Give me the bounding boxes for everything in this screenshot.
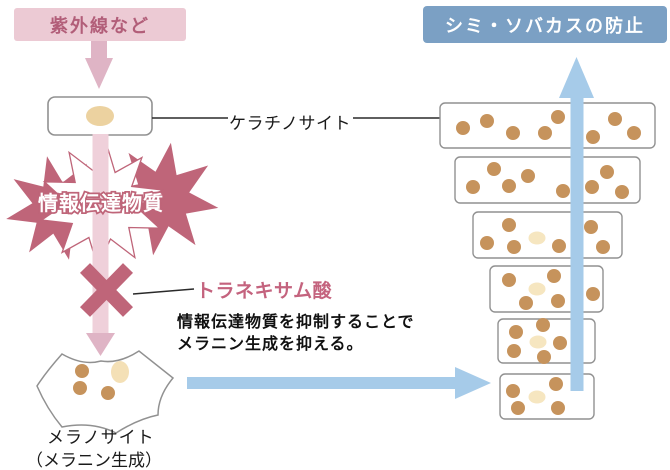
skin-layer-stack — [439, 102, 656, 420]
turnover-up-arrow — [559, 57, 594, 391]
melanin-dot — [549, 377, 563, 391]
melanin-dot — [487, 162, 501, 176]
melanin-dot — [75, 364, 89, 378]
melanin-dot — [73, 381, 87, 395]
mechanism-description-line2: メラニン生成を抑える。 — [177, 336, 364, 353]
melanin-dot — [480, 114, 494, 128]
melanin-dot — [519, 296, 533, 310]
melanin-dot — [608, 112, 622, 126]
keratinocyte-label: ケラチノサイト — [229, 114, 351, 133]
melanin-dot — [600, 165, 614, 179]
melanin-dot — [507, 344, 521, 358]
mechanism-description-line1: 情報伝達物質を抑制することで — [177, 314, 415, 331]
melanin-dot — [502, 273, 516, 287]
tranexamic-acid-label: トラネキサム酸 — [196, 281, 333, 302]
melanocyte-nucleus-oval — [111, 361, 129, 383]
x-block-icon — [79, 263, 134, 317]
signal-path-arrowhead — [86, 333, 115, 356]
melanin-dot — [584, 220, 598, 234]
melanocyte-granules — [73, 361, 129, 400]
melanin-dot — [506, 384, 520, 398]
melanin-dot — [466, 180, 480, 194]
melanin-dot — [480, 236, 494, 250]
melanin-dot — [547, 269, 561, 283]
melanin-dot — [537, 350, 551, 364]
melanin-dot — [551, 401, 565, 415]
melanin-dot — [556, 184, 570, 198]
uv-source-box: 紫外線など — [14, 8, 186, 41]
uv-down-arrow — [85, 41, 113, 89]
melanin-dot — [551, 294, 565, 308]
signal-substance-label: 情報伝達物質 — [38, 191, 164, 215]
melanin-dot — [586, 287, 600, 301]
melanin-dot — [536, 318, 550, 332]
melanocyte-note-label: （メラニン生成） — [26, 451, 162, 470]
melanin-dot — [506, 126, 520, 140]
melanin-dot — [538, 126, 552, 140]
melanin-dot — [101, 386, 115, 400]
prevention-box: シミ・ソバカスの防止 — [423, 6, 667, 43]
melanin-dot — [551, 110, 565, 124]
melanin-dot — [627, 126, 641, 140]
burst-star-right — [105, 142, 219, 256]
cell-nucleus-oval — [528, 390, 546, 404]
melanin-dot — [511, 401, 525, 415]
melanin-dot — [502, 179, 516, 193]
melanin-dot — [509, 325, 523, 339]
melanin-dot — [596, 240, 610, 254]
skin-layer-row — [489, 265, 604, 313]
melanin-transfer-arrow — [187, 367, 491, 399]
skin-layer-row — [439, 102, 656, 149]
melanin-dot — [521, 169, 535, 183]
burst-star-left — [6, 156, 110, 260]
melanin-dot — [456, 121, 470, 135]
melanin-dot — [552, 239, 566, 253]
melanin-dot — [615, 185, 629, 199]
melanin-dot — [502, 218, 516, 232]
melanin-dot — [553, 336, 567, 350]
skin-layer-row — [454, 156, 641, 204]
melanocyte-label: メラノサイト — [47, 428, 155, 447]
melanin-dot — [585, 180, 599, 194]
cell-nucleus-oval — [529, 335, 547, 349]
cell-nucleus-oval — [528, 282, 546, 296]
keratinocyte-nucleus-oval — [86, 106, 114, 126]
tranexamic-pointer-line — [132, 288, 195, 295]
cell-nucleus-oval — [528, 231, 546, 245]
melanin-dot — [507, 240, 521, 254]
melanin-dot — [586, 130, 600, 144]
